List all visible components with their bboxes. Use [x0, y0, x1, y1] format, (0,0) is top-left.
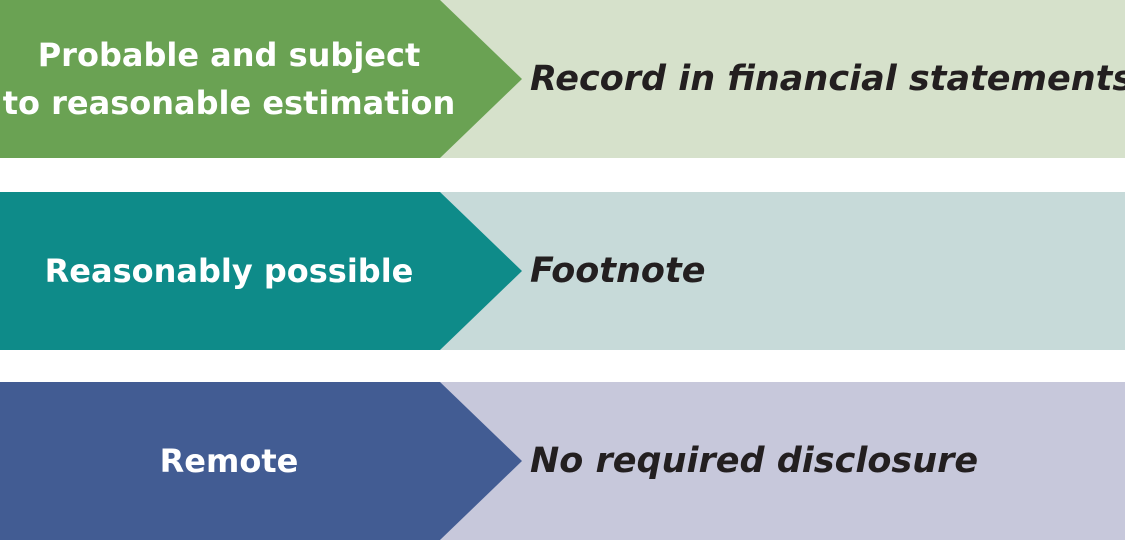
- row-graphic: [0, 0, 1125, 158]
- outcome-band: [440, 382, 1125, 540]
- outcome-band: [440, 0, 1125, 158]
- condition-arrow: [0, 0, 522, 158]
- outcome-band: [440, 192, 1125, 350]
- outcome-label: Footnote: [530, 251, 706, 291]
- row-graphic: [0, 192, 1125, 350]
- outcome-label: No required disclosure: [530, 441, 979, 481]
- row-remote: Remote No required disclosure: [0, 382, 1125, 540]
- condition-label: Remote: [159, 442, 299, 480]
- condition-label: Probable and subject to reasonable estim…: [2, 36, 456, 122]
- condition-arrow: [0, 192, 522, 350]
- condition-arrow: [0, 382, 522, 540]
- row-reasonably-possible: Reasonably possible Footnote: [0, 192, 1125, 350]
- condition-label: Reasonably possible: [44, 252, 414, 290]
- outcome-label: Record in financial statements: [530, 59, 1125, 99]
- row-graphic: [0, 382, 1125, 540]
- row-probable: Probable and subject to reasonable estim…: [0, 0, 1125, 158]
